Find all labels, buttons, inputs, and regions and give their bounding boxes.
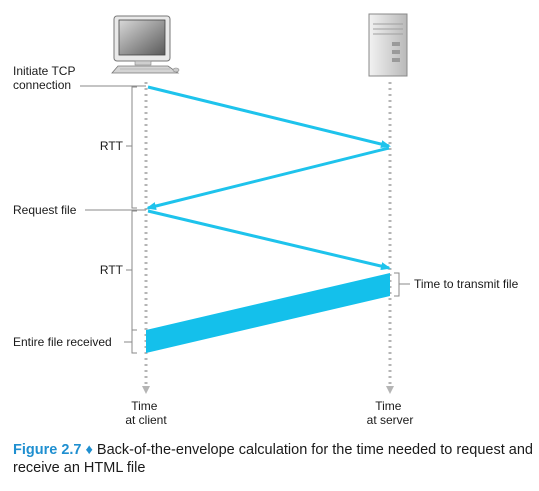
file-transmission-band [146,273,390,353]
request-arrow [147,209,391,271]
client-time-label: Time at client [125,399,167,427]
rtt-timing-diagram: Initiate TCP connection RTT Request file… [13,13,519,427]
received-bracket [131,329,137,354]
server-time-label: Time at server [367,399,414,427]
figure-caption: Figure 2.7♦Back-of-the-envelope calculat… [13,441,533,477]
figure-number: Figure 2.7 [13,442,82,458]
diamond-icon: ♦ [85,442,93,458]
initiate-label: Initiate TCP connection [13,64,79,92]
transmit-label: Time to transmit file [414,277,519,291]
rtt-bracket-2 [126,210,137,331]
rtt-label-2: RTT [100,263,124,277]
desktop-computer-icon [111,15,180,74]
synack-arrow [146,146,390,210]
rtt-label-1: RTT [100,139,124,153]
syn-arrow [147,85,391,148]
request-label: Request file [13,203,77,217]
rtt-bracket-1 [126,86,137,209]
tower-server-icon [368,13,408,77]
transmit-bracket [394,272,410,297]
received-label: Entire file received [13,335,112,349]
caption-text: Back-of-the-envelope calculation for the… [13,442,533,476]
